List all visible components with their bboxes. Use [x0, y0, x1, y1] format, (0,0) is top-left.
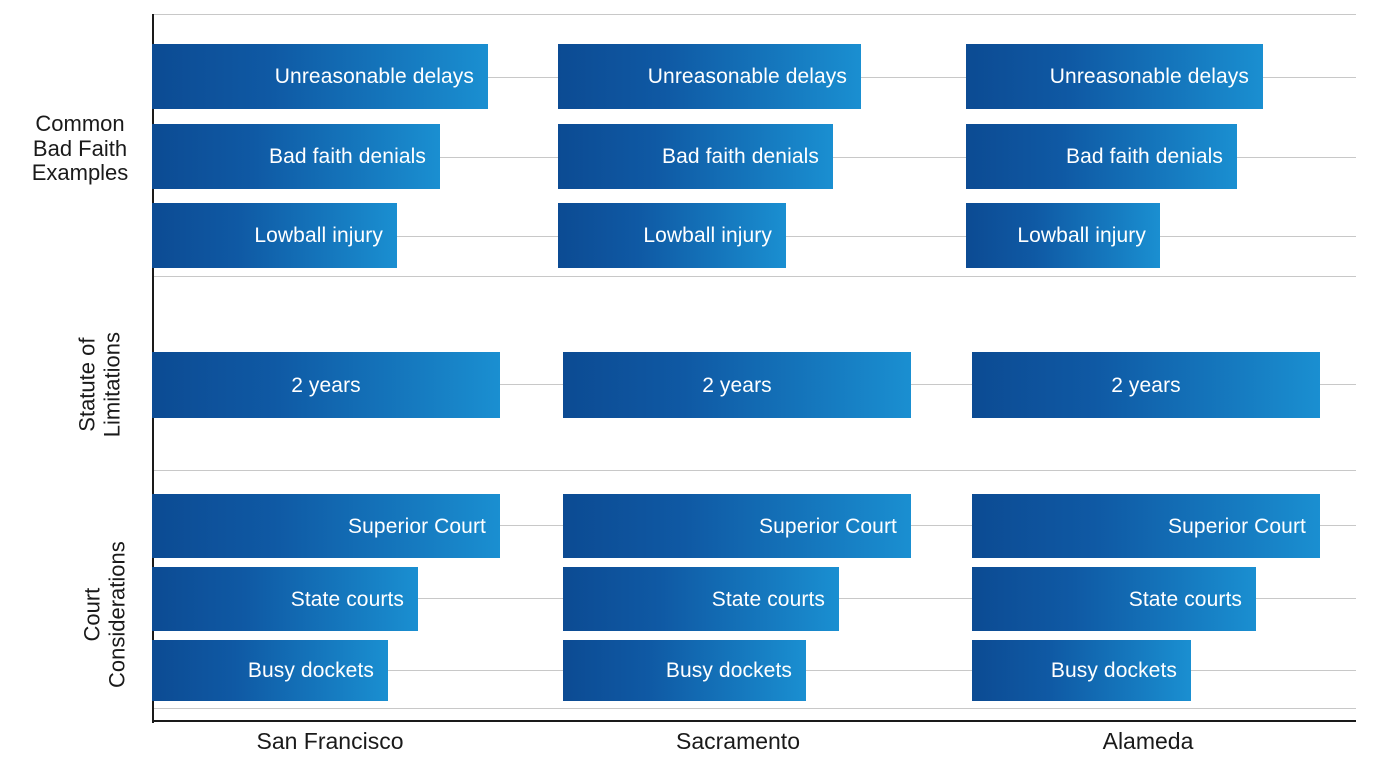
- bar-label: Superior Court: [348, 514, 486, 538]
- bar-label: Superior Court: [759, 514, 897, 538]
- bar-label: Unreasonable delays: [647, 65, 847, 88]
- bar-label: Busy dockets: [1050, 659, 1177, 682]
- bar-label: Bad faith denials: [269, 145, 426, 168]
- bar-sf-bad-faith-denials[interactable]: Bad faith denials: [152, 124, 440, 189]
- bar-alameda-unreasonable-delays[interactable]: Unreasonable delays: [966, 44, 1263, 109]
- x-axis-line: [152, 720, 1356, 722]
- bar-alameda-bad-faith-denials[interactable]: Bad faith denials: [966, 124, 1237, 189]
- x-tick-label-sacramento: Sacramento: [675, 728, 800, 754]
- bar-label: State courts: [711, 587, 825, 611]
- bar-label: Bad faith denials: [662, 145, 819, 168]
- bar-sacramento-lowball-injury[interactable]: Lowball injury: [558, 203, 786, 268]
- bar-label: Lowball injury: [254, 224, 383, 247]
- bar-alameda-statute-2-years[interactable]: 2 years: [972, 352, 1320, 418]
- bar-label: Unreasonable delays: [1049, 65, 1249, 88]
- bar-sacramento-statute-2-years[interactable]: 2 years: [563, 352, 911, 418]
- bar-label: 2 years: [1111, 373, 1181, 397]
- bar-sf-unreasonable-delays[interactable]: Unreasonable delays: [152, 44, 488, 109]
- bar-sacramento-state-courts[interactable]: State courts: [563, 567, 839, 631]
- x-tick-label-san-francisco: San Francisco: [256, 728, 404, 754]
- bar-label: Busy dockets: [247, 659, 374, 682]
- bar-label: Superior Court: [1168, 514, 1306, 538]
- x-tick-label-alameda: Alameda: [1102, 728, 1194, 754]
- bar-label: Bad faith denials: [1066, 145, 1223, 168]
- bar-label: Busy dockets: [665, 659, 792, 682]
- bar-sf-busy-dockets[interactable]: Busy dockets: [152, 640, 388, 701]
- bar-label: State courts: [1128, 587, 1242, 611]
- bar-sf-lowball-injury[interactable]: Lowball injury: [152, 203, 397, 268]
- gridline: [152, 708, 1356, 709]
- bar-sacramento-unreasonable-delays[interactable]: Unreasonable delays: [558, 44, 861, 109]
- bar-label: Lowball injury: [643, 224, 772, 247]
- bar-label: Lowball injury: [1017, 224, 1146, 247]
- bar-sacramento-busy-dockets[interactable]: Busy dockets: [563, 640, 806, 701]
- group-label-common-bad-faith-examples: Common Bad Faith Examples: [31, 111, 129, 186]
- bar-sf-statute-2-years[interactable]: 2 years: [152, 352, 500, 418]
- bar-label: State courts: [290, 587, 404, 611]
- group-label-statute-of-limitations: Statute of Limitations: [74, 332, 124, 438]
- bar-sacramento-superior-court[interactable]: Superior Court: [563, 494, 911, 558]
- gridline: [152, 276, 1356, 277]
- bar-label: 2 years: [291, 373, 361, 397]
- bar-sf-superior-court[interactable]: Superior Court: [152, 494, 500, 558]
- bar-label: 2 years: [702, 373, 772, 397]
- bar-alameda-lowball-injury[interactable]: Lowball injury: [966, 203, 1160, 268]
- bar-alameda-superior-court[interactable]: Superior Court: [972, 494, 1320, 558]
- gridline: [152, 470, 1356, 471]
- bar-alameda-state-courts[interactable]: State courts: [972, 567, 1256, 631]
- bar-sacramento-bad-faith-denials[interactable]: Bad faith denials: [558, 124, 833, 189]
- bar-label: Unreasonable delays: [274, 65, 474, 88]
- group-label-court-considerations: Court Considerations: [79, 541, 129, 688]
- bar-alameda-busy-dockets[interactable]: Busy dockets: [972, 640, 1191, 701]
- bar-sf-state-courts[interactable]: State courts: [152, 567, 418, 631]
- gridline: [152, 14, 1356, 15]
